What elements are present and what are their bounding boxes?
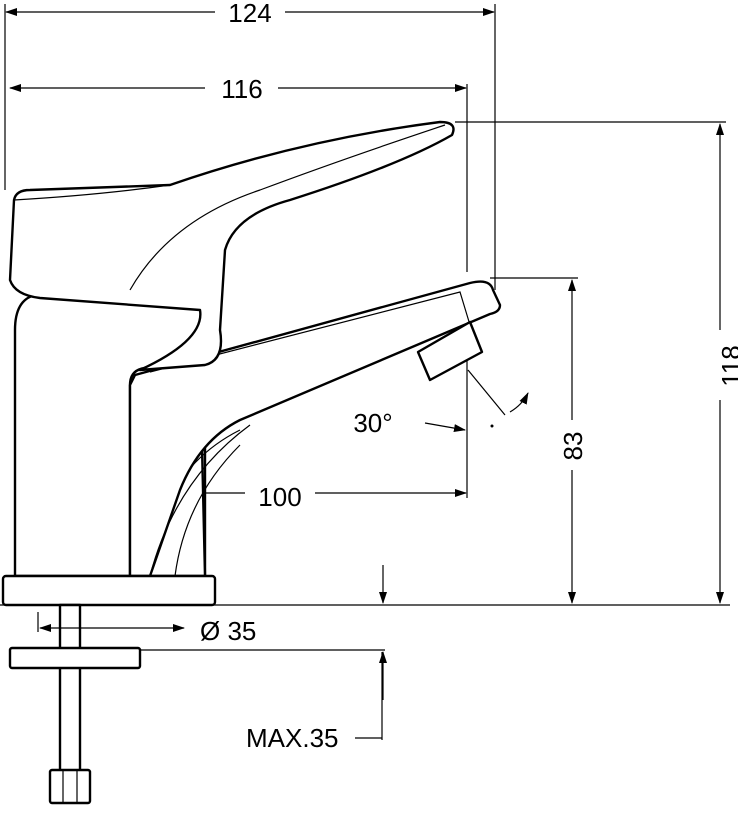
angle-30: 30°	[353, 369, 529, 438]
dimension-label-overall-height: 118	[716, 345, 738, 386]
aerator	[416, 320, 484, 382]
spout	[128, 280, 502, 578]
mounting-shank	[8, 603, 142, 805]
dimension-118: 118	[455, 121, 738, 604]
base-plate	[1, 574, 217, 607]
dimension-label-overall-width: 124	[228, 0, 271, 28]
lever-handle	[8, 120, 455, 372]
dimension-label-angle: 30°	[353, 408, 392, 438]
dimension-label-spout-reach: 100	[258, 482, 301, 512]
dimension-diameter: Ø 35	[37, 612, 256, 646]
dimension-label-diameter: Ø 35	[200, 616, 256, 646]
dimension-label-max-thickness: MAX.35	[246, 723, 339, 753]
dimension-116: 116	[9, 74, 468, 272]
dimension-max-thickness: MAX.35	[140, 649, 387, 753]
dimension-label-handle-width: 116	[221, 74, 262, 104]
dimension-83: 83	[490, 277, 588, 604]
dimension-label-spout-height: 83	[558, 432, 588, 461]
dimension-124: 124	[4, 0, 496, 290]
